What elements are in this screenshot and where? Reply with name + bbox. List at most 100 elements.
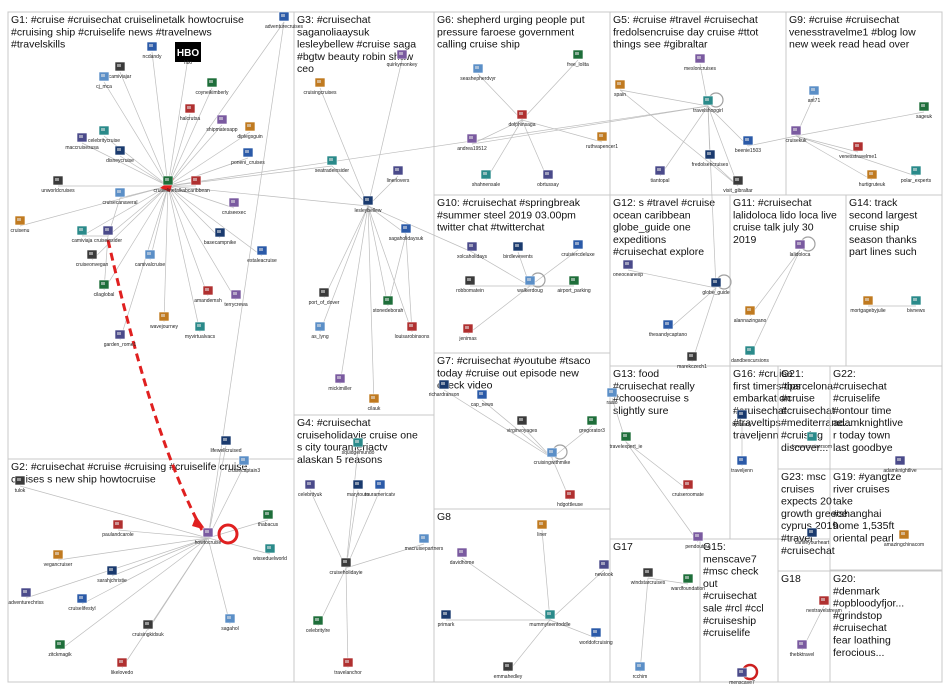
- vertex-cruiseexec[interactable]: cruiseexec: [222, 197, 246, 216]
- vertex-sageuk[interactable]: sageuk: [916, 101, 933, 120]
- vertex-lifewellcruised[interactable]: lifewellcruised: [210, 435, 242, 454]
- vertex-cruisiercdeluxe[interactable]: cruisiercdeluxe: [561, 239, 595, 258]
- vertex-liner[interactable]: liner: [536, 519, 548, 538]
- vertex-walkerdoug[interactable]: walkerdoug: [517, 275, 543, 294]
- vertex-free-lolita[interactable]: free_lolita: [567, 49, 589, 68]
- vertex-polar-experts[interactable]: polar_experts: [901, 165, 932, 184]
- vertex-globe-guide[interactable]: globe_guide: [702, 277, 730, 296]
- vertex-thesandycaptano[interactable]: thesandycaptano: [649, 319, 687, 338]
- vertex-dandbexcursions[interactable]: dandbexcursions: [731, 345, 769, 364]
- vertex-worldofcruising[interactable]: worldofcruising: [579, 627, 613, 646]
- vertex-wardfoundation[interactable]: wardfoundation: [671, 573, 705, 592]
- vertex-howtocruise[interactable]: howtocruise: [195, 527, 222, 546]
- vertex-zitckmagik[interactable]: zitckmagik: [48, 639, 72, 658]
- vertex-oneoceanexp[interactable]: oneoceanexp: [613, 259, 643, 278]
- vertex-ruthvapencer1[interactable]: ruthvapencer1: [586, 131, 618, 150]
- vertex-lalidoloca[interactable]: lalidoloca: [790, 239, 811, 258]
- vertex-dolphinsaga[interactable]: dolphinsaga: [509, 109, 536, 128]
- vertex-camiviajar[interactable]: camiviajar: [109, 61, 132, 80]
- vertex-garden-rome1[interactable]: garden_rome1: [104, 329, 137, 348]
- vertex-tiantopal[interactable]: tiantopal: [651, 165, 670, 184]
- vertex-cruisingkidsuk[interactable]: cruisingkidsuk: [132, 619, 164, 638]
- vertex-sagahol[interactable]: sagahol: [221, 613, 239, 632]
- vertex-thebktravel[interactable]: thebktravel: [790, 639, 814, 658]
- vertex-ant71[interactable]: ant71: [808, 85, 821, 104]
- vertex-estaleacruise[interactable]: estaleacruise: [247, 245, 277, 264]
- vertex-spain[interactable]: spain: [614, 79, 626, 98]
- vertex-forevercruisersom[interactable]: forevercruisersom: [792, 431, 832, 450]
- vertex-mickimiller[interactable]: mickimiller: [328, 373, 352, 392]
- vertex-visit-gibraltar[interactable]: visit_gibraltar: [723, 175, 753, 194]
- vertex-mummyteentoddle[interactable]: mummyteentoddle: [529, 609, 571, 628]
- vertex-touramericatv[interactable]: touramericatv: [365, 479, 396, 498]
- vertex-disneycruise[interactable]: disneycruise: [106, 145, 134, 164]
- vertex-obrtussay[interactable]: obrtussay: [537, 169, 559, 188]
- vertex-port-of-dover[interactable]: port_of_dover: [309, 287, 340, 306]
- vertex-venesstravelme1[interactable]: venesstravelme1: [839, 141, 877, 160]
- vertex-cruiseonvegan[interactable]: cruiseonvegan: [76, 249, 109, 268]
- vertex-louisarobinsons[interactable]: louisarobinsons: [395, 321, 430, 340]
- vertex-camiviaja[interactable]: camiviaja: [72, 225, 93, 244]
- vertex-hdgottleuse[interactable]: hdgottleuse: [557, 489, 583, 508]
- vertex-cilauk[interactable]: cilauk: [368, 393, 381, 412]
- vertex-windstarcruises[interactable]: windstarcruises: [631, 567, 666, 586]
- vertex-amazingchinacom[interactable]: amazingchinacom: [884, 529, 924, 548]
- vertex-newlook[interactable]: newlook: [595, 559, 614, 578]
- vertex-bjdbrady[interactable]: bjdbrady: [732, 409, 752, 428]
- vertex-adamknightlive[interactable]: adamknightlive: [883, 455, 917, 474]
- vertex-celebrityuk[interactable]: celebrityuk: [298, 479, 322, 498]
- vertex-xolcaholidays[interactable]: xolcaholidays: [457, 241, 488, 260]
- vertex-travelshopgirl[interactable]: travelshopgirl: [693, 95, 723, 114]
- vertex-thabacus[interactable]: thabacus: [258, 509, 279, 528]
- vertex-seatradeinsider[interactable]: seatradeinsider: [315, 155, 350, 174]
- vertex-wisseduelworld[interactable]: wisseduelworld: [253, 543, 287, 562]
- vertex-adventurechriss[interactable]: adventurechriss: [8, 587, 44, 606]
- vertex-virginvoyages[interactable]: virginvoyages: [507, 415, 538, 434]
- vertex-vegancruiser[interactable]: vegancruiser: [44, 549, 73, 568]
- vertex-celebritycruise[interactable]: celebritycruise: [88, 125, 120, 144]
- vertex-cruiselifestyl[interactable]: cruiselifestyl: [68, 593, 96, 612]
- vertex-wavejourney[interactable]: wavejourney: [150, 311, 179, 330]
- vertex-shahnensale[interactable]: shahnensale: [472, 169, 501, 188]
- vertex-squidgemundo[interactable]: squidgemundo: [342, 437, 375, 456]
- vertex-davidhome[interactable]: davidhome: [450, 547, 475, 566]
- vertex-travelexpert-ie[interactable]: travelexpert_ie: [610, 431, 643, 450]
- vertex-cruiseroomate[interactable]: cruiseroomate: [672, 479, 704, 498]
- vertex-tulok[interactable]: tulok: [14, 475, 26, 494]
- vertex-cruiselinetalk[interactable]: cruiselinetalk: [154, 175, 183, 194]
- vertex-camivalcruise[interactable]: camivalcruise: [135, 249, 166, 268]
- vertex-menscave7[interactable]: menscave7: [729, 667, 755, 686]
- vertex-amandemsh[interactable]: amandemsh: [194, 285, 222, 304]
- vertex-cruisekuk[interactable]: cruisekuk: [785, 125, 807, 144]
- vertex-gregorator3[interactable]: gregorator3: [579, 415, 605, 434]
- vertex-basecampnike[interactable]: basecampnike: [204, 227, 236, 246]
- vertex-celebritylre[interactable]: celebritylre: [306, 615, 330, 634]
- vertex-cruisingwithmike[interactable]: cruisingwithmike: [534, 447, 571, 466]
- vertex-airport-parking[interactable]: airport_parking: [557, 275, 591, 294]
- vertex-travelanchor[interactable]: travelanchor: [334, 657, 362, 676]
- vertex-paulandcarole[interactable]: paulandcarole: [102, 519, 134, 538]
- vertex-jenimas[interactable]: jenimas: [458, 323, 477, 342]
- vertex-halcrutsa[interactable]: halcrutsa: [180, 103, 201, 122]
- vertex-sagaholidaysuk[interactable]: sagaholidaysuk: [389, 223, 424, 242]
- vertex-abcaribbean[interactable]: abcaribbean: [182, 175, 210, 194]
- vertex-linerlovers[interactable]: linerlovers: [387, 165, 410, 184]
- vertex-stonedeborah[interactable]: stonedeborah: [373, 295, 404, 314]
- vertex-lesleybellew[interactable]: lesleybellew: [355, 195, 382, 214]
- vertex-hurtigruteuk[interactable]: hurtigruteuk: [859, 169, 886, 188]
- vertex-fredolsencruises[interactable]: fredolsencruises: [692, 149, 729, 168]
- vertex-marekczech1[interactable]: marekczech1: [677, 351, 707, 370]
- vertex-quirkymonkey[interactable]: quirkymonkey: [387, 49, 418, 68]
- vertex-raalo[interactable]: raalo: [606, 387, 618, 406]
- vertex-myvirtualvacs[interactable]: myvirtualvacs: [185, 321, 216, 340]
- vertex-cruiseholidayie[interactable]: cruiseholidayie: [329, 557, 363, 576]
- vertex-maccruisesusa[interactable]: maccruisesusa: [65, 132, 99, 151]
- vertex-andrea19512[interactable]: andrea19512: [457, 133, 487, 152]
- vertex-bivnews[interactable]: bivnews: [907, 295, 926, 314]
- vertex-cruisecanaveral[interactable]: cruisecanaveral: [102, 187, 138, 206]
- vertex-marytours[interactable]: marytours: [347, 479, 370, 498]
- vertex-beenie1503[interactable]: beenie1503: [735, 135, 761, 154]
- vertex-terrycrewa[interactable]: terrycrewa: [224, 289, 248, 308]
- vertex-shipmatesapp[interactable]: shipmatesapp: [206, 114, 238, 133]
